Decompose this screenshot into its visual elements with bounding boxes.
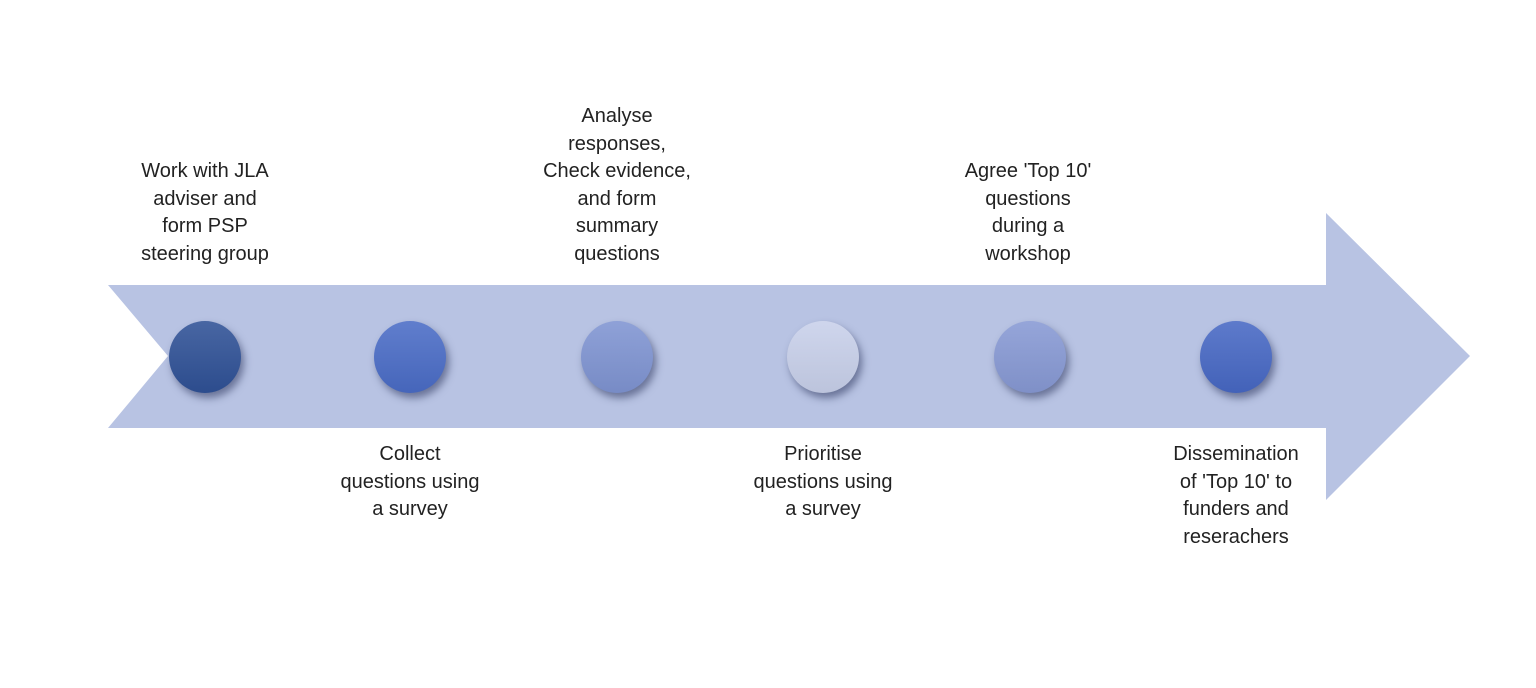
step-6-label: Dissemination of 'Top 10' to funders and… xyxy=(1173,443,1299,548)
step-2-label: Collect questions using a survey xyxy=(340,443,480,520)
step-3-marker xyxy=(581,321,653,393)
step-1-marker xyxy=(169,321,241,393)
step-4-marker xyxy=(787,321,859,393)
step-3-label: Analyse responses, Check evidence, and f… xyxy=(543,105,691,265)
step-1-label: Work with JLA adviser and form PSP steer… xyxy=(141,160,269,265)
step-6-marker xyxy=(1200,321,1272,393)
step-4-label: Prioritise questions using a survey xyxy=(753,443,893,520)
step-5-label: Agree 'Top 10' questions during a worksh… xyxy=(964,160,1092,265)
step-2-marker xyxy=(374,321,446,393)
step-5-marker xyxy=(994,321,1066,393)
